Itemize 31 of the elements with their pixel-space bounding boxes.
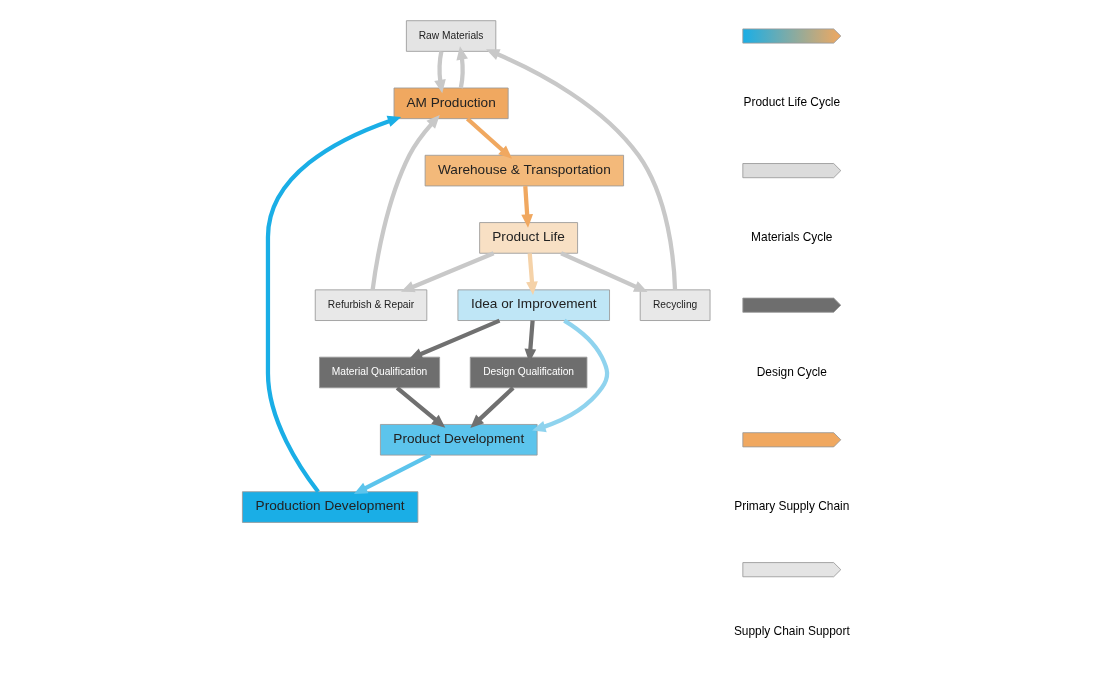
- arrow: [532, 318, 610, 433]
- legend-label: Materials Cycle: [751, 230, 833, 245]
- arrow: [353, 453, 432, 495]
- arrow: [434, 51, 446, 94]
- arrow: [395, 386, 446, 428]
- arrow: [401, 251, 495, 293]
- node-box: Idea or Improvement: [457, 289, 610, 321]
- node-box: Production Development: [242, 491, 419, 523]
- node-box: Recycling: [639, 289, 711, 321]
- node-box: Refurbish & Repair: [314, 289, 428, 321]
- legend-label: Supply Chain Support: [733, 624, 850, 639]
- arrow: [521, 185, 533, 228]
- node-box: Warehouse & Transportation: [424, 154, 624, 187]
- node-box: Product Life: [479, 222, 578, 254]
- legend-label: Design Cycle: [756, 364, 827, 379]
- arrow: [470, 386, 515, 429]
- node-box: Design Qualification: [469, 356, 588, 389]
- node-box: Product Development: [379, 424, 538, 456]
- legend-label: Product Life Cycle: [743, 95, 841, 110]
- arrow: [526, 253, 538, 296]
- arrow: [485, 49, 678, 290]
- node-box: Raw Materials: [405, 20, 497, 52]
- node-box: Material Qualification: [319, 356, 441, 389]
- node-box: AM Production: [393, 87, 509, 120]
- arrow: [265, 115, 402, 493]
- arrow: [456, 46, 468, 89]
- arrow: [465, 117, 513, 159]
- arrow: [560, 251, 648, 292]
- arrow: [408, 318, 501, 360]
- arrow: [370, 114, 440, 290]
- legend-label: Primary Supply Chain: [734, 499, 850, 514]
